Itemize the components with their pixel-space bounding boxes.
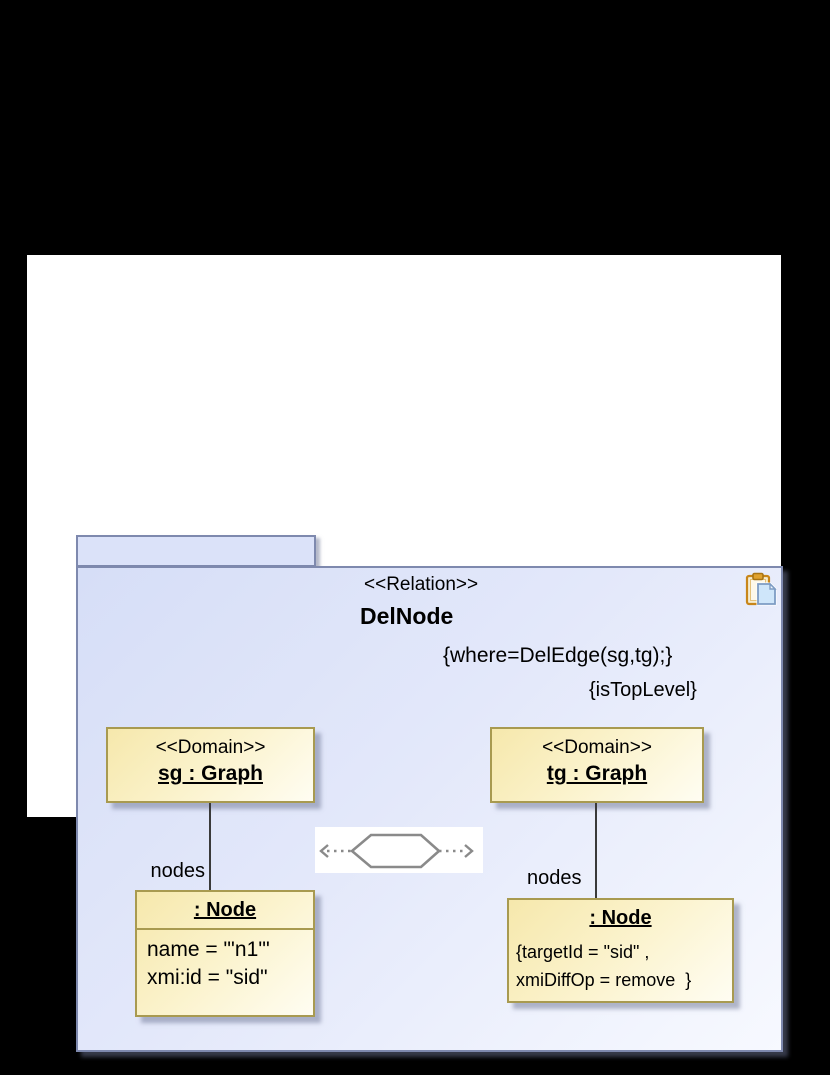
node-left-attr-xmiid: xmi:id = "sid"	[147, 966, 268, 989]
relation-istoplevel-flag: {isTopLevel}	[589, 679, 697, 701]
node-box-right[interactable]: : Node {targetId = "sid" , xmiDiffOp = r…	[507, 898, 734, 1003]
relation-name: DelNode	[360, 603, 454, 629]
hexagon-glyph	[319, 833, 474, 869]
node-right-title: : Node	[589, 907, 652, 929]
domain-sg-stereotype: <<Domain>>	[155, 737, 266, 758]
node-box-left[interactable]: : Node name = "'n1'" xmi:id = "sid"	[135, 890, 315, 1017]
domain-box-sg[interactable]: <<Domain>> sg : Graph	[106, 727, 315, 803]
edge-tg-to-node	[595, 803, 597, 898]
copy-clipboard-icon[interactable]	[744, 572, 780, 608]
node-right-attr-targetid: {targetId = "sid" ,	[516, 942, 650, 962]
relation-where-clause: {where=DelEdge(sg,tg);}	[443, 644, 673, 667]
diagram-canvas: <<Relation>> DelNode {where=DelEdge(sg,t…	[27, 255, 783, 1052]
node-left-title: : Node	[137, 892, 313, 930]
edge-label-nodes-right: nodes	[527, 867, 582, 889]
relation-stereotype: <<Relation>>	[364, 574, 479, 595]
relation-hexagon-icon	[315, 827, 483, 873]
node-right-attributes: {targetId = "sid" , xmiDiffOp = remove }	[509, 936, 732, 994]
node-left-attr-name: name = "'n1'"	[147, 938, 270, 961]
domain-sg-name: sg : Graph	[157, 762, 263, 785]
clipboard-glyph	[745, 572, 777, 606]
relation-package-tab[interactable]	[76, 535, 316, 567]
domain-box-tg[interactable]: <<Domain>> tg : Graph	[490, 727, 704, 803]
domain-tg-stereotype: <<Domain>>	[542, 737, 652, 758]
edge-label-nodes-left: nodes	[150, 860, 206, 882]
domain-tg-name: tg : Graph	[546, 762, 648, 785]
node-left-attributes: name = "'n1'" xmi:id = "sid"	[137, 930, 313, 992]
node-right-attr-xmidiffop: xmiDiffOp = remove }	[516, 970, 692, 990]
edge-sg-to-node	[209, 803, 211, 890]
